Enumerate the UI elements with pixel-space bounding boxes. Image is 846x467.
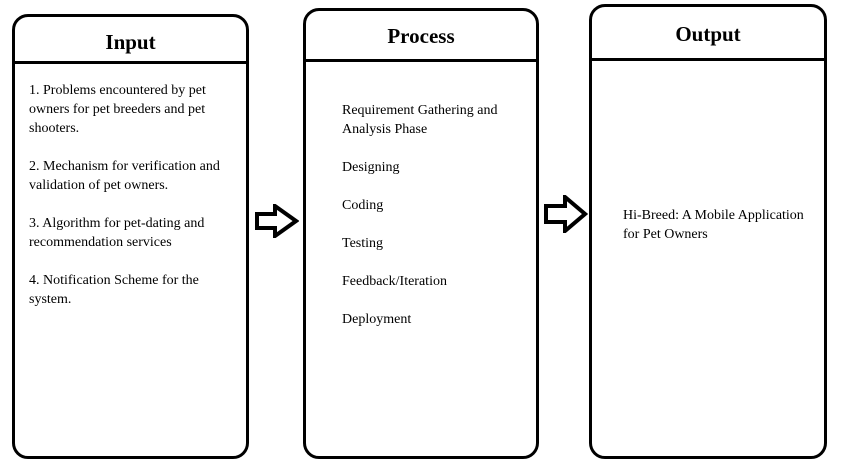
process-item-coding: Coding xyxy=(342,198,384,213)
input-box: Input 1. Problems encountered by pet own… xyxy=(12,14,249,459)
output-body: Hi-Breed: A Mobile Application for Pet O… xyxy=(592,61,824,456)
output-box: Output Hi-Breed: A Mobile Application fo… xyxy=(589,4,827,459)
input-title: Input xyxy=(15,17,246,64)
input-body: 1. Problems encountered by pet owners fo… xyxy=(15,64,246,456)
process-item-deployment: Deployment xyxy=(342,312,412,327)
process-item-testing: Testing xyxy=(342,236,384,251)
process-body: Requirement Gathering and Analysis Phase… xyxy=(306,62,536,456)
process-item-designing: Designing xyxy=(342,160,400,175)
right-arrow-icon xyxy=(544,192,589,238)
output-text: Hi-Breed: A Mobile Application for Pet O… xyxy=(623,208,804,242)
right-arrow-icon xyxy=(255,202,300,243)
process-item-feedback: Feedback/Iteration xyxy=(342,274,447,289)
input-item-4: 4. Notification Scheme for the system. xyxy=(29,273,199,307)
process-box: Process Requirement Gathering and Analys… xyxy=(303,8,539,459)
input-item-1: 1. Problems encountered by pet owners fo… xyxy=(29,83,206,136)
input-item-3: 3. Algorithm for pet-dating and recommen… xyxy=(29,216,205,250)
process-item-requirements: Requirement Gathering and Analysis Phase xyxy=(342,103,498,137)
output-title: Output xyxy=(592,7,824,61)
input-item-2: 2. Mechanism for verification and valida… xyxy=(29,159,220,193)
process-title: Process xyxy=(306,11,536,62)
